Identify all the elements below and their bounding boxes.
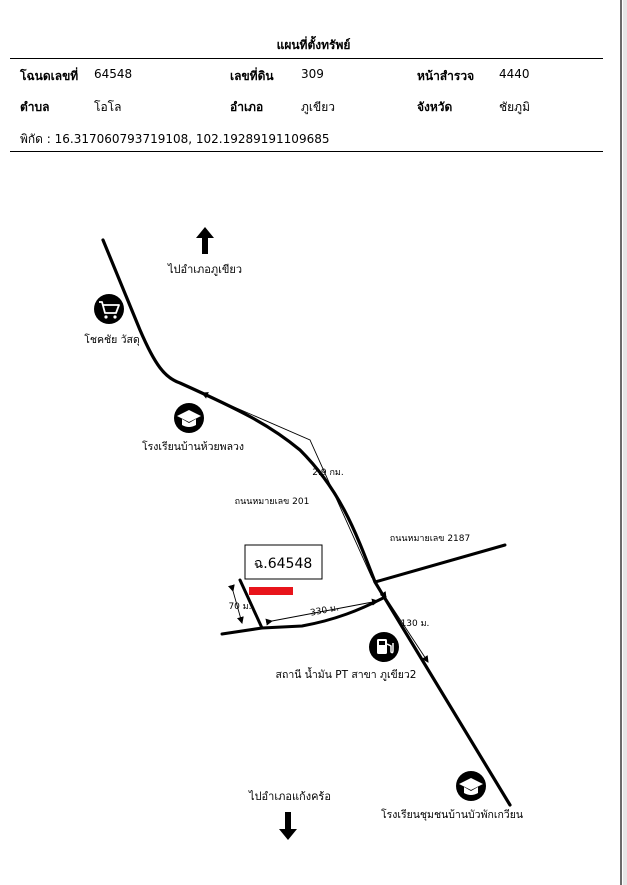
district-label: อำเภอ (230, 100, 264, 114)
plot-label: ฉ.64548 (254, 556, 313, 572)
distance-70m-label: 70 ม. (228, 602, 251, 612)
shop-label: โชคชัย วัสดุ (84, 333, 140, 346)
distance-2-9km-label: 2.9 กม. (312, 468, 343, 478)
school-south-label: โรงเรียนชุมชนบ้านบัวพักเกวียน (381, 808, 523, 821)
road-2187 (373, 543, 507, 584)
coordinates-text: พิกัด : 16.317060793719108, 102.19289191… (20, 132, 330, 146)
shopping-cart-icon (94, 294, 124, 324)
south-direction-label: ไปอำเภอแก้งคร้อ (248, 790, 331, 803)
land-no-value: 309 (301, 67, 324, 81)
page-border-shadow (623, 0, 627, 885)
bottom-divider (10, 151, 603, 152)
road-2187-label: ถนนหมายเลข 2187 (390, 534, 470, 544)
gas-station-icon (369, 632, 399, 662)
distance-arrow-70m (228, 584, 244, 624)
distance-130m-label: 130 ม. (401, 619, 430, 629)
deed-label: โฉนดเลขที่ (20, 69, 79, 83)
school-north-label: โรงเรียนบ้านห้วยพลวง (142, 440, 244, 453)
north-arrow-icon (196, 227, 214, 254)
province-label: จังหวัด (417, 100, 453, 114)
distance-arrow-130m (379, 591, 429, 663)
province-value: ชัยภูมิ (499, 100, 530, 114)
page-border-right (620, 0, 622, 885)
school-north-icon (174, 403, 204, 433)
gas-station-label: สถานี น้ำมัน PT สาขา ภูเขียว2 (276, 667, 417, 681)
subdistrict-label: ตำบล (20, 100, 50, 114)
plot-label-box (244, 544, 323, 580)
school-south-icon (456, 771, 486, 801)
distance-arrow-330m (265, 598, 379, 626)
main-road-201 (101, 238, 512, 807)
road-201-label: ถนนหมายเลข 201 (235, 497, 310, 507)
district-value: ภูเขียว (301, 100, 335, 114)
north-direction-label: ไปอำเภอภูเขียว (167, 263, 242, 276)
plot-marker (249, 587, 293, 595)
land-no-label: เลขที่ดิน (230, 69, 274, 83)
document-title: แผนที่ตั้งทรัพย์ (276, 38, 351, 52)
subdistrict-value: โอโล (94, 100, 122, 114)
survey-page-label: หน้าสำรวจ (417, 69, 475, 83)
survey-page-value: 4440 (499, 67, 530, 81)
deed-value: 64548 (94, 67, 133, 81)
top-divider (10, 58, 603, 59)
south-arrow-icon (279, 812, 297, 840)
distance-arrow-2-9km (201, 392, 373, 579)
